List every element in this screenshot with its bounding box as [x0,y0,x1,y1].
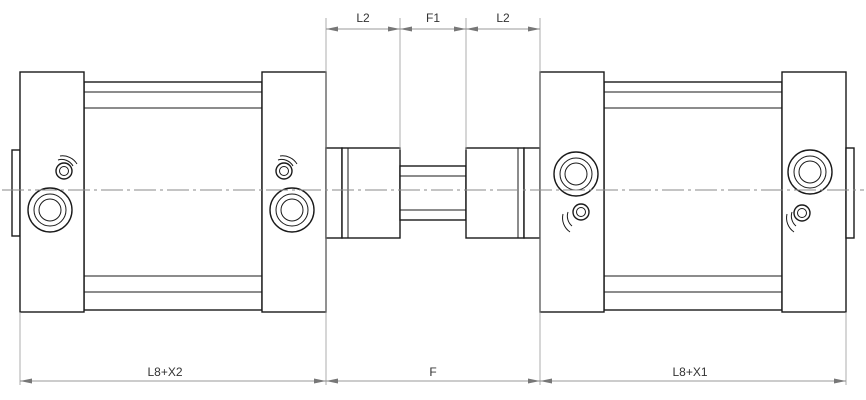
dimension-label-f1: F1 [426,11,440,25]
dimension-label-l8-x2: L8+X2 [147,365,182,379]
right-cylinder-rod-bushing [523,147,541,239]
left-cylinder-rod-bushing [325,147,343,239]
dimension-label-l2-right: L2 [496,11,510,25]
left-rod-end [341,147,401,239]
coupling-link [399,165,467,221]
right-rod-end [465,147,525,239]
dimension-label-f: F [429,365,436,379]
right-front-port-icon [553,151,599,197]
right-rear-port-icon [787,149,833,195]
left-rear-port-icon [27,187,73,233]
rod-coupling [341,147,525,239]
left-cylinder [11,71,343,313]
left-rear-cushion-screw-icon [55,155,78,180]
bottom-dimension-line [20,378,846,384]
right-front-cushion-screw-icon [562,203,590,233]
right-cylinder-barrel [603,81,783,311]
right-cylinder [523,71,855,313]
dimension-label-l2-left: L2 [356,11,370,25]
left-front-port-icon [269,187,315,233]
left-cylinder-barrel [83,81,263,311]
extension-lines [19,18,847,385]
top-dimension-line [326,26,540,32]
left-cylinder-rear-boss [11,149,21,237]
right-cylinder-rear-boss [845,147,855,239]
left-front-cushion-screw-icon [275,155,298,180]
dimension-label-l8-x1: L8+X1 [672,365,707,379]
right-rear-cushion-screw-icon [786,204,811,233]
